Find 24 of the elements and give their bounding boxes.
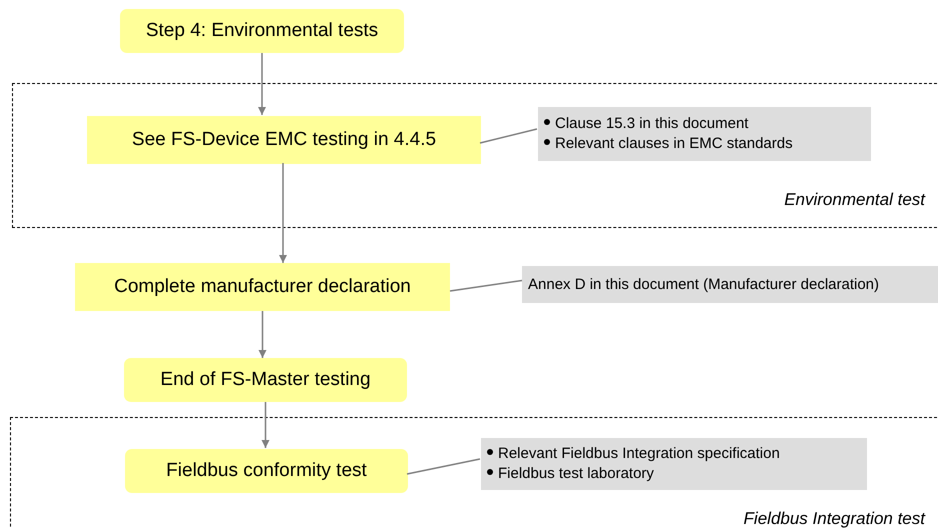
leader-line bbox=[450, 280, 522, 292]
dashed-region bbox=[10, 417, 938, 528]
bullet-item: Fieldbus test laboratory bbox=[487, 464, 861, 484]
process-box: End of FS-Master testing bbox=[124, 358, 407, 402]
process-box: Step 4: Environmental tests bbox=[120, 9, 404, 53]
note-box bbox=[538, 107, 871, 161]
bullet-item: Clause 15.3 in this document bbox=[544, 114, 865, 134]
arrow bbox=[262, 402, 270, 448]
note-box bbox=[481, 438, 867, 490]
arrow bbox=[258, 53, 266, 115]
process-box: Complete manufacturer declaration bbox=[75, 263, 450, 311]
process-box: See FS-Device EMC testing in 4.4.5 bbox=[87, 116, 481, 164]
leader-line bbox=[480, 128, 538, 144]
bullet-item: Relevant Fieldbus Integration specification bbox=[487, 444, 861, 464]
region-title: Fieldbus Integration test bbox=[744, 508, 925, 528]
process-box: Fieldbus conformity test bbox=[125, 449, 408, 493]
arrow bbox=[258, 311, 266, 358]
dashed-region bbox=[12, 83, 938, 228]
note-text: Annex D in this document (Manufacturer declaration) bbox=[528, 274, 880, 294]
note-box bbox=[522, 266, 938, 303]
region-title: Environmental test bbox=[784, 188, 925, 210]
bullet-item: Relevant clauses in EMC standards bbox=[544, 134, 865, 154]
arrow bbox=[279, 163, 287, 263]
leader-line bbox=[406, 458, 480, 475]
